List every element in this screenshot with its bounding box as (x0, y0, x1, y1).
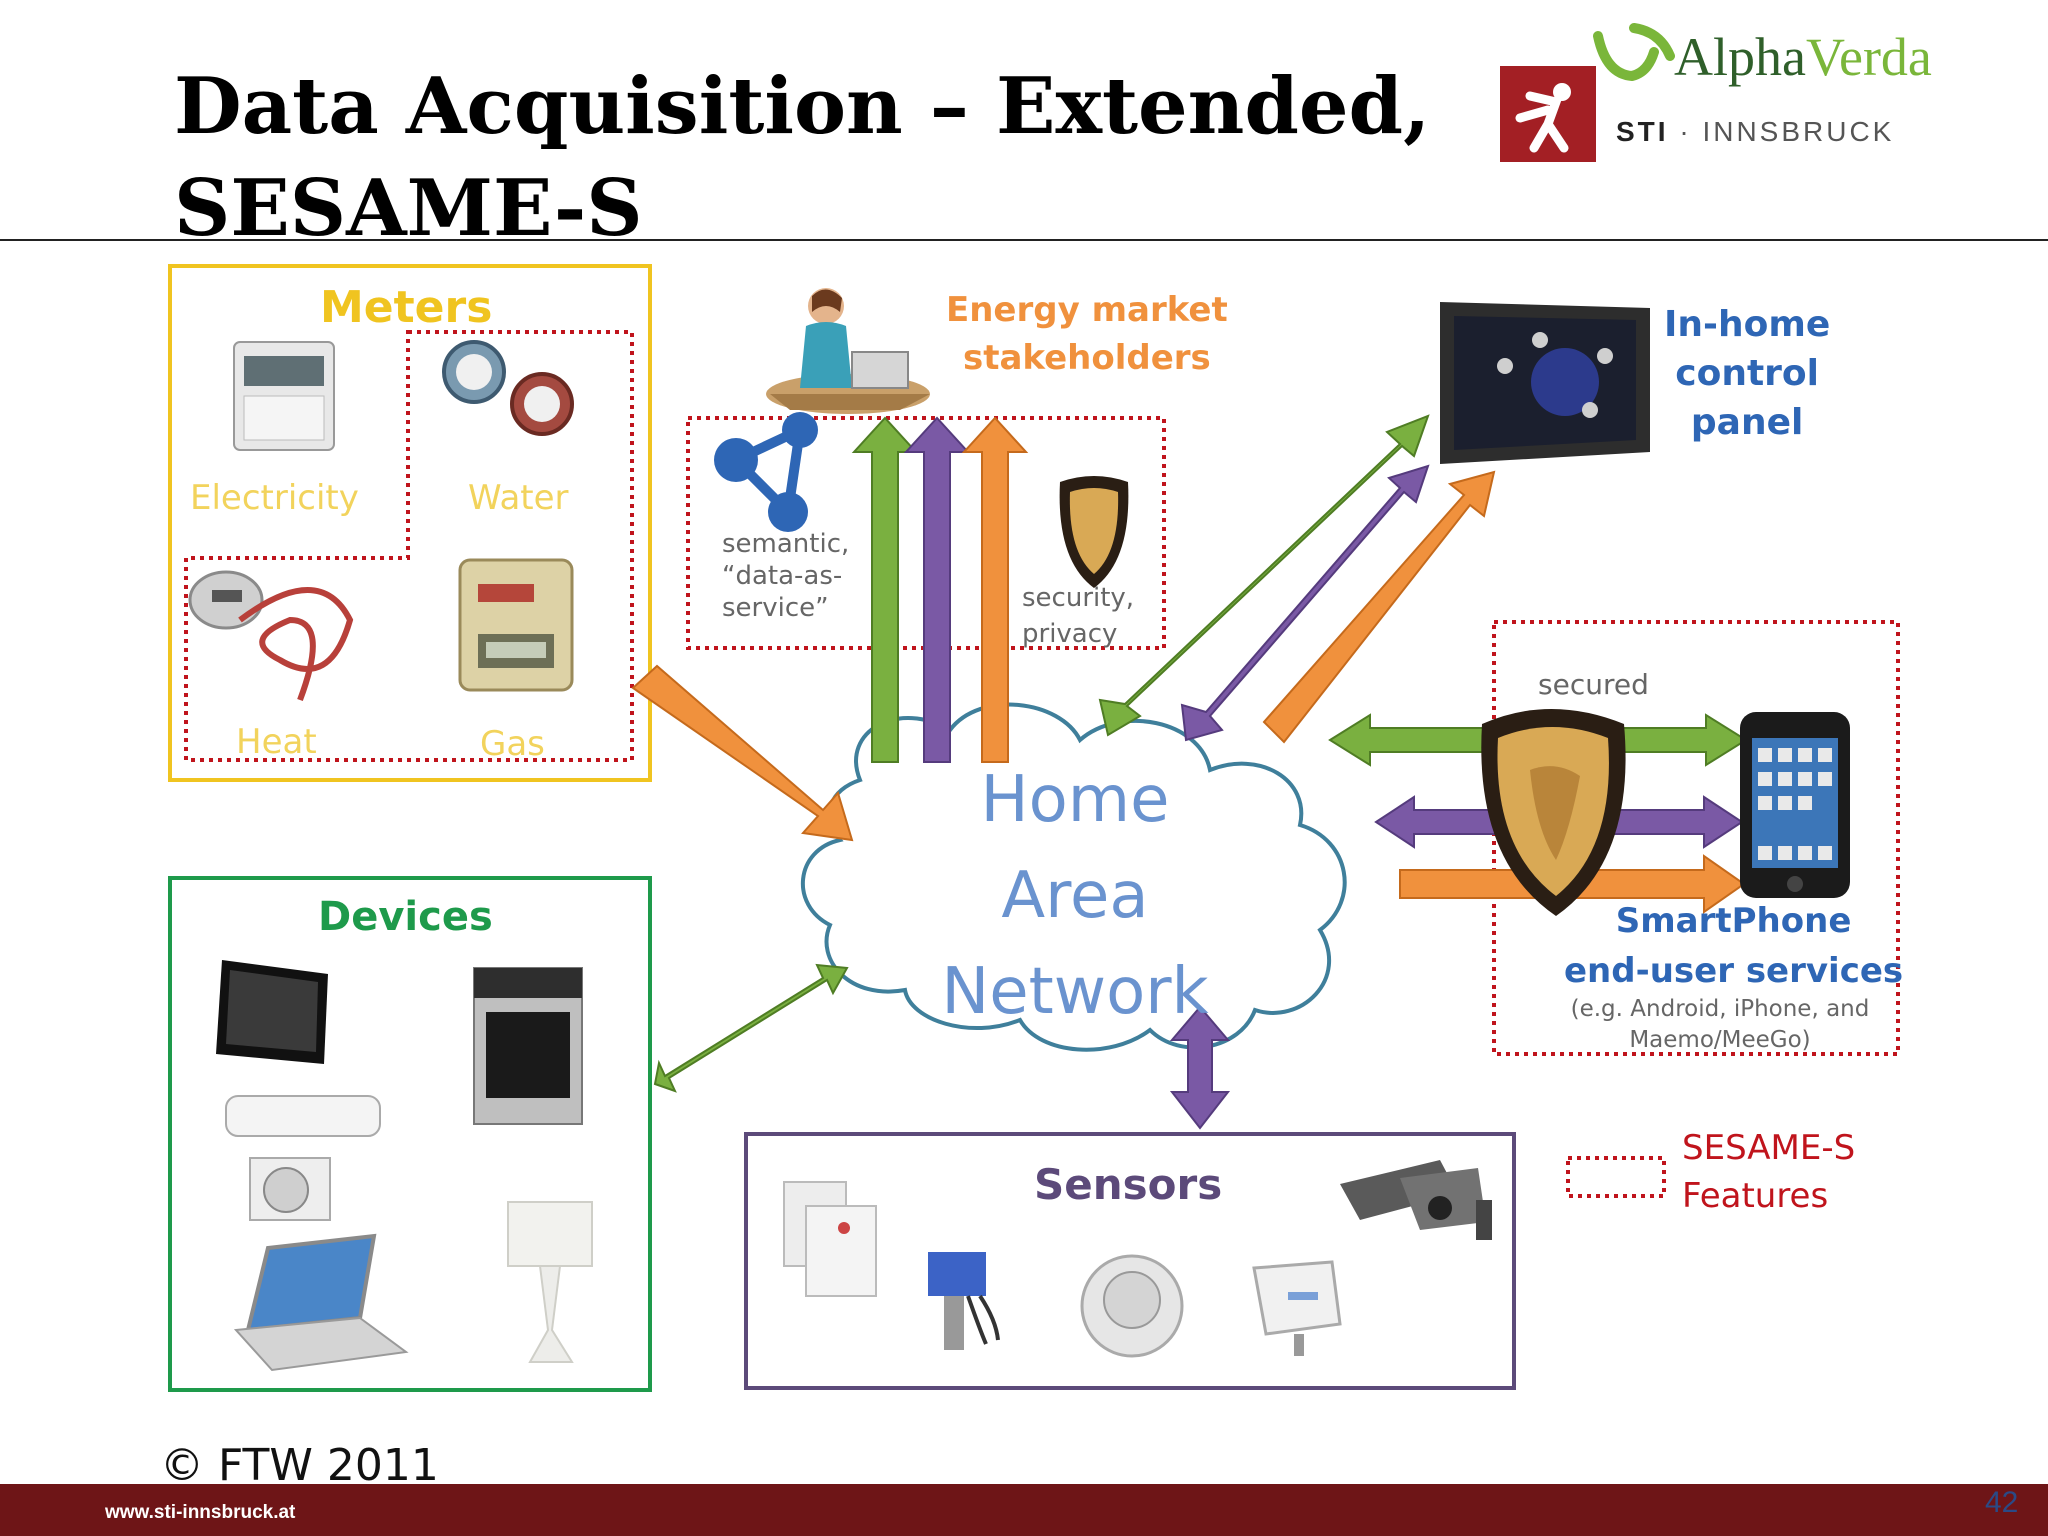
han-to-stakeholders-arrow-green (851, 416, 919, 763)
smartphone-label: SmartPhone end-user services (1564, 896, 1903, 996)
han-line3: Network (941, 955, 1209, 1029)
meters-frame (168, 264, 652, 782)
motion-sensor-icon (783, 1181, 877, 1297)
sti-logo-text: STI · INNSBRUCK (1616, 116, 1895, 147)
security-shield-icon (1059, 476, 1129, 588)
meters-sesame-region (184, 330, 634, 762)
security-line1: security, (1022, 583, 1135, 613)
smartphone-line3: (e.g. Android, iPhone, and (1570, 996, 1870, 1022)
secured-shield-icon (1481, 709, 1626, 916)
energy-market-label: Energy market stakeholders (946, 286, 1228, 382)
sensors-title: Sensors (1034, 1160, 1223, 1209)
security-line2: privacy (1022, 619, 1118, 649)
han-sensors-arrow (1169, 1005, 1231, 1130)
temperature-sensor-icon (1252, 1260, 1342, 1356)
copyright-text: © FTW 2011 (160, 1440, 439, 1491)
stakeholder-person-icon (766, 288, 930, 414)
smartphone-sesame-region (1492, 620, 1900, 1056)
footer-bar (0, 1484, 2048, 1536)
semantic-line2: “data-as- (722, 561, 843, 591)
water-label: Water (468, 478, 569, 518)
alphaverda-logo-text: AlphaVerda (1674, 27, 1932, 87)
smartphone-examples: (e.g. Android, iPhone, and Maemo/MeeGo) (1560, 994, 1880, 1056)
home-area-network-cloud (800, 702, 1347, 1052)
legend-swatch (1566, 1156, 1666, 1198)
smartphone-device-icon (1740, 712, 1850, 898)
stakeholder-sesame-region (686, 416, 1166, 650)
energy-market-line1: Energy market (946, 290, 1228, 330)
han-control-panel-arrow-green (1098, 414, 1430, 737)
electricity-label: Electricity (190, 478, 359, 518)
oven-device-icon (473, 967, 583, 1125)
laptop-device-icon (233, 1233, 409, 1372)
semantic-network-icon (714, 412, 818, 532)
devices-han-arrow (653, 963, 849, 1093)
gas-label: Gas (480, 724, 545, 764)
in-home-line3: panel (1690, 402, 1804, 443)
semantic-label: semantic, “data-as- service” (722, 528, 849, 624)
slide-title-line2: SESAME-S (174, 163, 643, 254)
secured-label: secured (1538, 668, 1649, 701)
meters-to-han-arrow (631, 664, 854, 842)
in-home-line1: In-home (1664, 304, 1831, 345)
light-sensor-icon (928, 1252, 1000, 1350)
home-area-network-label: Home Area Network (915, 752, 1235, 1040)
water-meter-icon (442, 340, 574, 436)
in-home-line2: control (1675, 353, 1819, 394)
han-to-stakeholders-arrow-orange (961, 416, 1029, 763)
semantic-line3: service” (722, 593, 829, 623)
electricity-meter-icon (233, 341, 335, 451)
alphaverda-logo-icon (1593, 23, 1675, 82)
lamp-device-icon (507, 1201, 593, 1363)
han-line2: Area (1001, 859, 1149, 933)
han-control-panel-arrow-purple (1180, 464, 1430, 742)
han-to-stakeholders-arrow-purple (903, 416, 971, 763)
semantic-line1: semantic, (722, 529, 850, 559)
sti-logo-icon (1500, 66, 1596, 162)
devices-frame (168, 876, 652, 1392)
energy-market-line2: stakeholders (962, 338, 1211, 378)
smoke-detector-icon (1080, 1254, 1184, 1358)
smartphone-line4: Maemo/MeeGo) (1629, 1027, 1811, 1053)
in-home-label: In-home control panel (1664, 300, 1830, 447)
air-conditioner-device-icon (225, 1095, 381, 1221)
heat-meter-icon (188, 570, 354, 702)
han-to-control-panel-arrow-orange (1262, 470, 1496, 744)
meters-title: Meters (320, 282, 493, 333)
security-label: security, privacy (1022, 580, 1134, 652)
slide-title: Data Acquisition – Extended, SESAME-S (174, 56, 1504, 260)
title-divider (0, 239, 2048, 241)
smartphone-line2: end-user services (1564, 951, 1904, 991)
devices-title: Devices (318, 894, 493, 940)
gas-meter-icon (458, 558, 574, 692)
han-line1: Home (980, 763, 1170, 837)
security-camera-icon (1340, 1160, 1492, 1240)
footer-url[interactable]: www.sti-innsbruck.at (105, 1502, 296, 1523)
control-panel-device-icon (1440, 302, 1650, 464)
page-number: 42 (1985, 1486, 2019, 1519)
tv-device-icon (216, 960, 328, 1064)
legend-line2: Features (1682, 1176, 1829, 1216)
legend-line1: SESAME-S (1682, 1128, 1856, 1168)
heat-label: Heat (236, 722, 317, 762)
sensors-frame (744, 1132, 1516, 1390)
slide-title-line1: Data Acquisition – Extended, (174, 61, 1431, 152)
legend-label: SESAME-S Features (1682, 1124, 1855, 1220)
smartphone-line1: SmartPhone (1615, 901, 1852, 941)
